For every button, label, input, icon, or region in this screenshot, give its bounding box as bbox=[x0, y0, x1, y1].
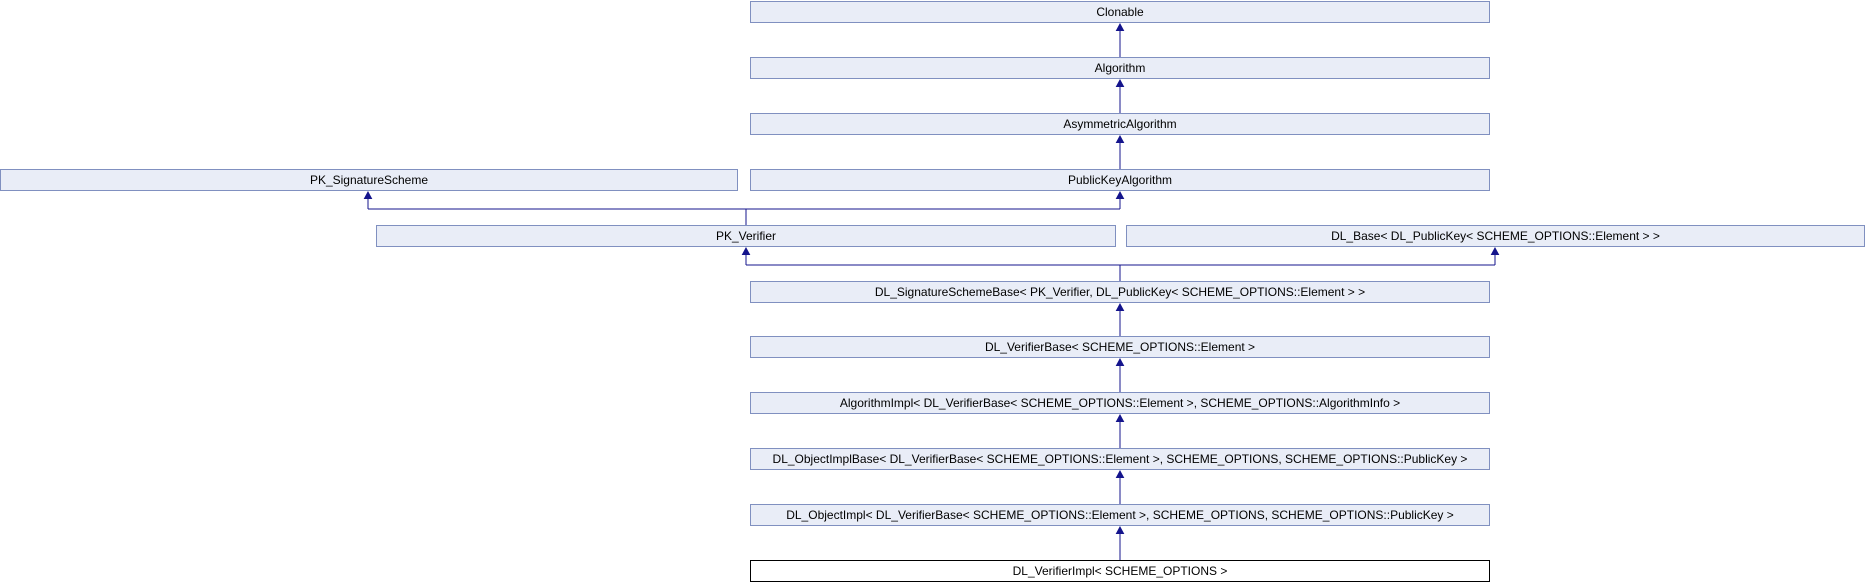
edge-dl-object-impl-to-dl-object-impl-base bbox=[1115, 469, 1125, 504]
class-node-dl-signature-scheme-base[interactable]: DL_SignatureSchemeBase< PK_Verifier, DL_… bbox=[750, 281, 1490, 303]
edge-asymmetric-algorithm-to-algorithm bbox=[1115, 78, 1125, 113]
edge-pk-verifier-to-bases bbox=[363, 190, 1125, 225]
class-node-algorithm-impl[interactable]: AlgorithmImpl< DL_VerifierBase< SCHEME_O… bbox=[750, 392, 1490, 414]
class-node-dl-object-impl[interactable]: DL_ObjectImpl< DL_VerifierBase< SCHEME_O… bbox=[750, 504, 1490, 526]
edge-algorithm-to-clonable bbox=[1115, 22, 1125, 57]
edge-dl-verifier-base-to-dl-signature-scheme-base bbox=[1115, 302, 1125, 336]
class-node-pk-signature-scheme[interactable]: PK_SignatureScheme bbox=[0, 169, 738, 191]
edge-dl-verifier-impl-to-dl-object-impl bbox=[1115, 525, 1125, 560]
class-node-algorithm[interactable]: Algorithm bbox=[750, 57, 1490, 79]
edge-dl-object-impl-base-to-algorithm-impl bbox=[1115, 413, 1125, 448]
class-node-dl-verifier-impl-current: DL_VerifierImpl< SCHEME_OPTIONS > bbox=[750, 560, 1490, 582]
class-node-public-key-algorithm[interactable]: PublicKeyAlgorithm bbox=[750, 169, 1490, 191]
class-node-dl-base[interactable]: DL_Base< DL_PublicKey< SCHEME_OPTIONS::E… bbox=[1126, 225, 1865, 247]
edge-algorithm-impl-to-dl-verifier-base bbox=[1115, 357, 1125, 392]
edge-public-key-algorithm-to-asymmetric-algorithm bbox=[1115, 134, 1125, 169]
class-node-dl-verifier-base[interactable]: DL_VerifierBase< SCHEME_OPTIONS::Element… bbox=[750, 336, 1490, 358]
class-node-asymmetric-algorithm[interactable]: AsymmetricAlgorithm bbox=[750, 113, 1490, 135]
class-node-pk-verifier[interactable]: PK_Verifier bbox=[376, 225, 1116, 247]
class-node-clonable[interactable]: Clonable bbox=[750, 1, 1490, 23]
edge-dl-signature-scheme-base-to-bases bbox=[741, 246, 1500, 281]
class-node-dl-object-impl-base[interactable]: DL_ObjectImplBase< DL_VerifierBase< SCHE… bbox=[750, 448, 1490, 470]
